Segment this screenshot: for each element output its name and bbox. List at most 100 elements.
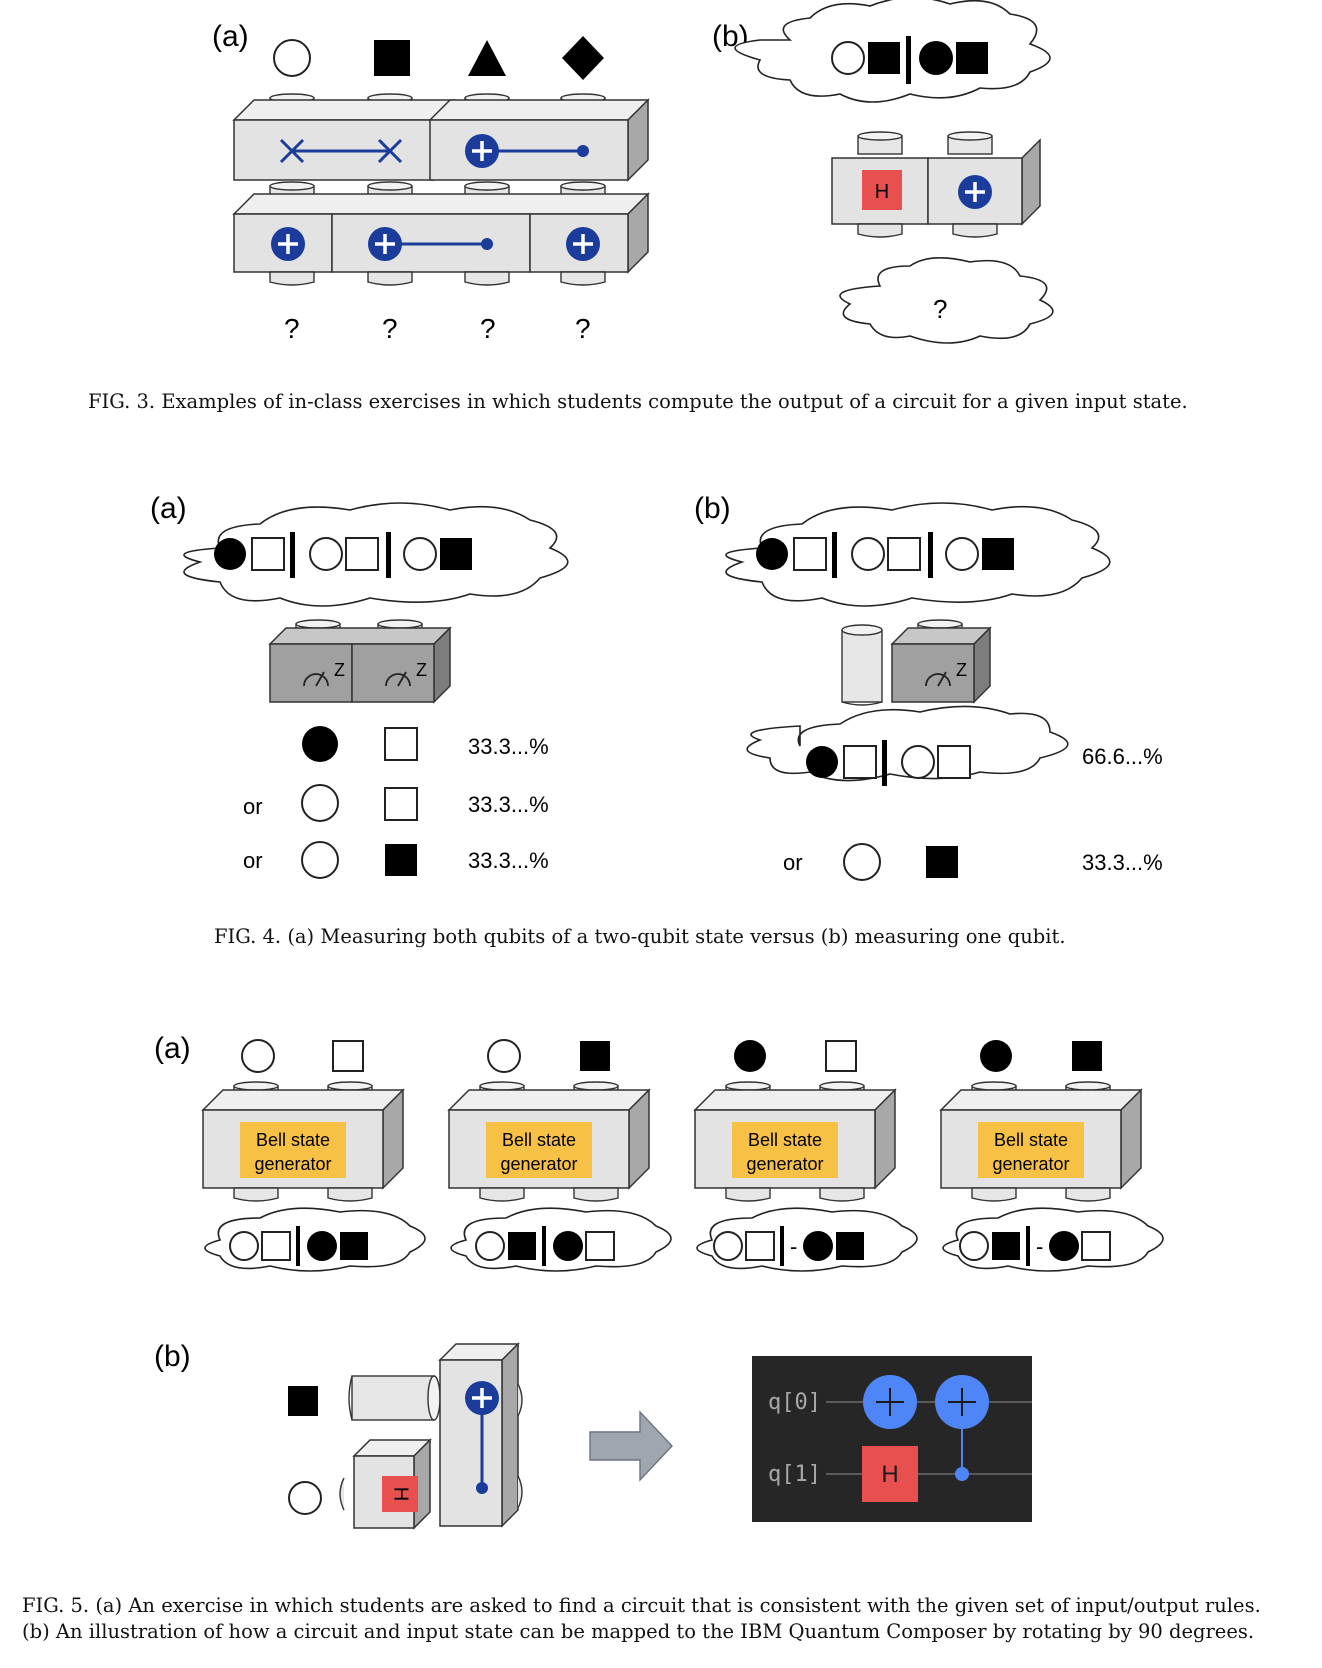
generator-label-line2: generator — [746, 1154, 823, 1174]
cloud-circle-open — [901, 745, 935, 779]
cloud-square-filled — [440, 538, 472, 570]
ibm-composer-panel: q[0] q[1] H — [752, 1356, 1032, 1522]
fig4-a-prob: 33.3...% — [468, 848, 549, 873]
fig5-caption-line2: (b) An illustration of how a circuit and… — [22, 1620, 1255, 1643]
fig3-output-unknown: ? — [575, 313, 591, 344]
fig4-b-prob: 33.3...% — [1082, 850, 1163, 875]
fig4: (a) Z Z 33.3...% or 33. — [150, 492, 1163, 881]
cloud-separator — [386, 532, 391, 578]
hadamard-gate-rotated — [382, 1476, 418, 1512]
fig4-b-prob: 66.6...% — [1082, 744, 1163, 769]
hadamard-label: H — [875, 181, 889, 203]
fig3-leg — [952, 223, 998, 238]
fig3-b-gate-block: H — [831, 138, 1041, 226]
or-label: or — [783, 850, 803, 875]
bell-generator-4: Bell state generator - — [939, 1040, 1164, 1272]
or-label: or — [243, 794, 263, 819]
outcome-square-filled — [926, 846, 958, 878]
generator-label-line1: Bell state — [748, 1130, 822, 1150]
fig3-stud — [857, 131, 903, 155]
fig5-b-input-square — [288, 1386, 318, 1416]
fig5: (a) Bell state generator — [154, 1032, 1164, 1530]
fig3-b-output-cloud — [839, 257, 1054, 344]
bell-generator-1: Bell state generator — [201, 1039, 426, 1272]
cloud-circle-open — [403, 537, 437, 571]
cloud-square-filled — [982, 538, 1014, 570]
fig3-cnot-top — [463, 132, 589, 170]
outcome-square-open — [384, 727, 418, 761]
fig3-output-unknown: ? — [284, 313, 300, 344]
fig3-cnot-bottom — [366, 225, 404, 263]
outcome-circle-open — [301, 784, 339, 822]
cloud-circle-open — [945, 537, 979, 571]
outcome-circle-open — [843, 843, 881, 881]
composer-qubit-label: q[1] — [768, 1462, 821, 1487]
cloud-circle-open — [309, 537, 343, 571]
fig3-input-triangle — [468, 40, 506, 76]
cloud-separator — [928, 532, 933, 578]
fig3-output-unknown: ? — [480, 313, 496, 344]
fig5-panel-a-label: (a) — [154, 1032, 191, 1065]
minus-sign: - — [790, 1234, 797, 1259]
generator-label-line2: generator — [254, 1154, 331, 1174]
fig3-not-gate — [269, 225, 307, 263]
cloud-square-open — [887, 537, 921, 571]
fig4-caption: FIG. 4. (a) Measuring both qubits of a t… — [214, 925, 1066, 948]
composer-h-gate — [862, 1446, 918, 1502]
generator-label-line2: generator — [500, 1154, 577, 1174]
cloud-circle-filled — [806, 746, 838, 778]
measure-basis-label: Z — [416, 660, 427, 680]
outcome-square-open — [384, 787, 418, 821]
generator-label-line1: Bell state — [256, 1130, 330, 1150]
fig3-leg — [464, 271, 510, 286]
cloud-square-filled — [956, 42, 988, 74]
cloud-circle-filled — [214, 538, 246, 570]
fig5-caption-line1: FIG. 5. (a) An exercise in which student… — [22, 1594, 1261, 1617]
cloud-square-filled — [868, 42, 900, 74]
fig3-not-gate — [564, 225, 602, 263]
cloud-square-open — [793, 537, 827, 571]
fig4-panel-a-label: (a) — [150, 492, 187, 525]
fig3-b-not-gate — [956, 173, 994, 211]
fig3-leg — [857, 223, 903, 238]
minus-sign: - — [1036, 1234, 1043, 1259]
cloud-separator — [290, 532, 295, 578]
fig3-leg — [269, 271, 315, 286]
bell-generator-2: Bell state generator — [447, 1039, 672, 1272]
bell-generator-3: Bell state generator - — [693, 1040, 918, 1272]
fig4-a-prob: 33.3...% — [468, 734, 549, 759]
generator-label-line2: generator — [992, 1154, 1069, 1174]
fig3-caption: FIG. 3. Examples of in-class exercises i… — [88, 390, 1188, 413]
measure-basis-label: Z — [334, 660, 345, 680]
outcome-circle-open — [301, 841, 339, 879]
fig3-panel-a-label: (a) — [212, 20, 249, 53]
fig3-input-diamond — [562, 36, 604, 80]
cloud-square-open — [937, 745, 971, 779]
fig5-b-input-circle — [288, 1481, 322, 1515]
fig3-cnot-block — [428, 98, 650, 182]
fig3-leg — [367, 271, 413, 286]
composer-h-label: H — [881, 1461, 898, 1488]
fig3-swap-gate — [279, 138, 403, 164]
cloud-separator — [882, 740, 887, 786]
fig3-stud — [947, 131, 993, 155]
fig4-b-idle-cylinder — [841, 624, 883, 706]
cloud-circle-filled — [756, 538, 788, 570]
fig3-bottom-row — [232, 192, 650, 274]
fig5-b-rotated-circuit: H — [339, 1342, 523, 1530]
fig3-input-square — [374, 40, 410, 76]
meter-icon — [303, 671, 411, 687]
hadamard-gate — [862, 170, 902, 210]
meter-icon — [925, 671, 951, 687]
fig4-a-measure-block: Z Z — [268, 626, 452, 704]
hadamard-label-rotated: H — [390, 1487, 412, 1501]
fig3-swap-block — [232, 99, 456, 181]
generator-label-line1: Bell state — [502, 1130, 576, 1150]
generator-label-line1: Bell state — [994, 1130, 1068, 1150]
cloud-square-open — [843, 745, 877, 779]
fig3: (a) — [212, 0, 1054, 344]
cloud-square-open — [251, 537, 285, 571]
fig4-panel-b-label: (b) — [694, 492, 731, 525]
cloud-circle-open — [831, 41, 865, 75]
